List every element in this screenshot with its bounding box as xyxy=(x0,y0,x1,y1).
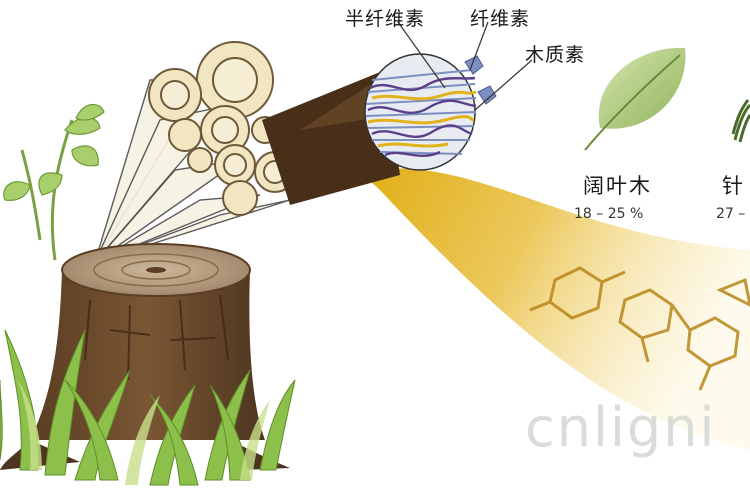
fiber-cross-section xyxy=(364,53,497,171)
broadleaf-leaf-icon xyxy=(584,47,686,151)
hardwood-lignin-range: 18 – 25 % xyxy=(574,206,644,222)
label-cellulose: 纤维素 xyxy=(470,8,531,30)
fiber-bundle xyxy=(148,41,296,216)
softwood-lignin-range: 27 – xyxy=(716,206,746,222)
grass-light xyxy=(18,380,270,485)
lignin-beam xyxy=(360,168,750,450)
label-softwood: 针 xyxy=(722,174,745,198)
lignin-molecule-icon xyxy=(529,266,750,391)
label-lignin: 木质素 xyxy=(525,44,586,66)
sapling-leaves xyxy=(3,103,105,201)
label-hemicellulose: 半纤维素 xyxy=(345,8,426,30)
label-hardwood: 阔叶木 xyxy=(583,174,652,198)
tree-stump-illustration xyxy=(0,243,290,470)
grass xyxy=(0,329,296,486)
watermark: cnligni xyxy=(525,396,717,459)
conifer-needle-icon xyxy=(731,99,750,143)
label-pointers xyxy=(397,21,533,111)
